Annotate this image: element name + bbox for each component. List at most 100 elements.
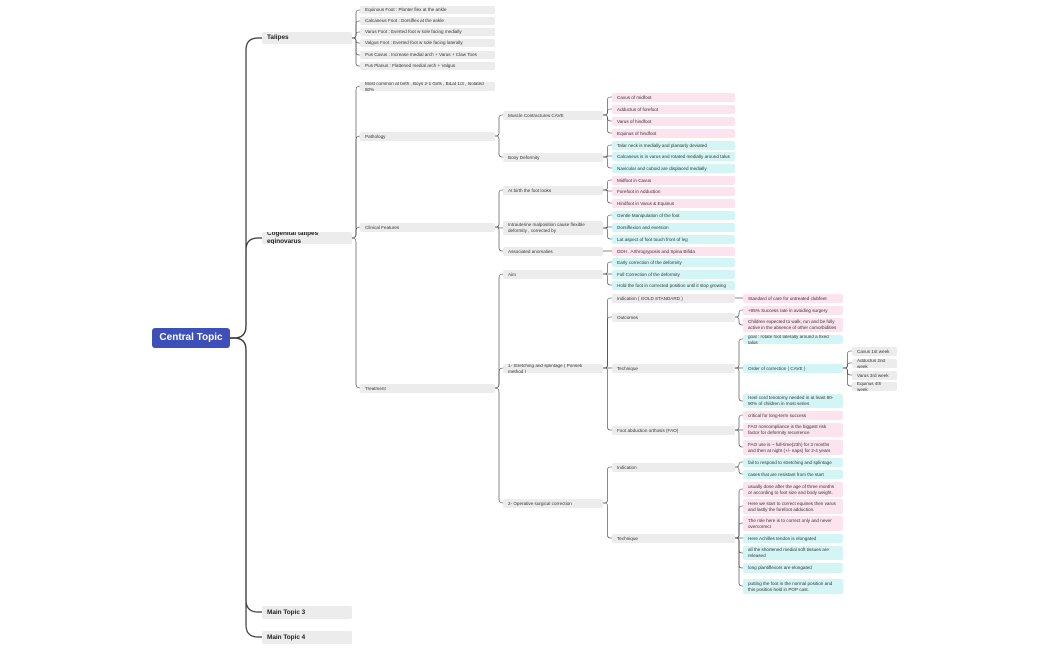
connector-line [352, 9, 360, 39]
associated-anomalies-node[interactable]: Associated anomalies [503, 247, 603, 256]
fao-node[interactable]: Foot abduction orthosis (FAO) [612, 426, 735, 435]
connector-line [735, 338, 743, 369]
intrauterine-item[interactable]: Dorsiflexion and eversion [612, 223, 735, 232]
operative-technique-item[interactable]: all the shortened medial soft tissues ar… [743, 546, 843, 560]
bony-item[interactable]: Calcaneus is in varus and rotated medial… [612, 152, 735, 161]
muscle-contractures-node[interactable]: Muscle Contractures CAVE [503, 111, 603, 120]
fao-item[interactable]: FAO use is ~ full-time(23h) for 3 months… [743, 440, 843, 455]
operative-node[interactable]: 2- Operative surgical correction [503, 499, 603, 508]
operative-technique-item[interactable]: The role here is to correct only and nev… [743, 516, 843, 531]
operative-technique-item[interactable]: putting the foot in the normal position … [743, 579, 843, 594]
order-item[interactable]: Adductus 2nd week [852, 359, 897, 368]
intrauterine-node[interactable]: Intrauterine malposition cause flexible … [503, 221, 603, 235]
operative-indication-node[interactable]: Indication [612, 463, 735, 472]
muscle-item[interactable]: Adductus of forefoot [612, 105, 735, 114]
muscle-item[interactable]: Varus of hindfoot [612, 117, 735, 126]
connector-line [230, 237, 262, 339]
order-item[interactable]: Equinus 4th week [852, 382, 897, 391]
talipes-item[interactable]: Valgus Foot : Everted foot w sole facing… [360, 39, 495, 47]
outcome-item[interactable]: Children expected to walk, run and be fu… [743, 318, 843, 332]
at-birth-item[interactable]: Midfoot in Cavus [612, 176, 735, 185]
connector-line [735, 505, 743, 539]
heel-cord-node[interactable]: Heel cord tenotomy needed in at least 80… [743, 394, 843, 408]
connector-line [603, 466, 612, 504]
connector-line [603, 189, 612, 192]
main-topic-4[interactable]: Main Topic 4 [262, 631, 352, 644]
ponseti-technique-node[interactable]: Technique [612, 364, 735, 373]
connector-line [603, 273, 612, 286]
connector-line [735, 537, 743, 569]
connector-line [603, 156, 612, 169]
connector-line [735, 537, 743, 554]
bony-item[interactable]: Talar neck is medially and plantarly dev… [612, 141, 735, 150]
intrauterine-item[interactable]: Gentle Manipulation of the foot [612, 211, 735, 220]
connector-line [735, 466, 743, 475]
connector-line [603, 261, 612, 275]
ponseti-node[interactable]: 1- Stretching and splintage ( Ponseti me… [503, 364, 603, 373]
main-topic-talipes[interactable]: Talipes [262, 32, 352, 44]
connector-line [843, 362, 852, 369]
connector-line [735, 522, 743, 539]
main-topic-3[interactable]: Main Topic 3 [262, 606, 352, 619]
connector-line [494, 387, 504, 504]
fao-item[interactable]: critical for long-term success [743, 411, 843, 420]
at-birth-node[interactable]: At birth the foot looks [503, 186, 603, 195]
connector-line [494, 367, 504, 389]
connector-line [603, 227, 612, 240]
bony-item[interactable]: Navicular and cuboid are displaced media… [612, 164, 735, 173]
most-common-node[interactable]: Most common at birth , Boys 2-1 Girls , … [360, 82, 495, 91]
connector-line [735, 461, 743, 468]
connector-line [603, 114, 612, 122]
fao-item[interactable]: FAO noncompliance is the biggest risk fa… [743, 423, 843, 437]
connector-line [351, 226, 361, 239]
at-birth-item[interactable]: Hindfoot in Varus & Equinus [612, 199, 735, 208]
ponseti-outcomes-node[interactable]: Outcomes [612, 313, 735, 322]
technique-goal[interactable]: goal : rotate foot laterally around a fi… [743, 335, 843, 344]
clinical-features-node[interactable]: Clinical Features [360, 223, 495, 232]
intrauterine-item[interactable]: Lat aspect of foot touch front of leg [612, 235, 735, 244]
connector-line [352, 37, 360, 44]
order-item[interactable]: Cavus 1st week [852, 347, 897, 356]
connector-line [603, 214, 612, 229]
connector-line [230, 37, 262, 339]
connector-line [352, 31, 360, 39]
connector-line [495, 226, 503, 229]
talipes-item[interactable]: Pus Planus : Flattened medial arch + Val… [360, 62, 495, 70]
connector-line [603, 367, 612, 431]
operative-indication-item[interactable]: cases that are resistant from the start [743, 470, 843, 479]
operative-technique-item[interactable]: usually done after the age of three mont… [743, 482, 843, 497]
operative-technique-item[interactable]: Here we start to correct equines then va… [743, 499, 843, 514]
operative-indication-item[interactable]: fail to respond to stretching and splint… [743, 458, 843, 467]
muscle-item[interactable]: Cavus of midfoot [612, 93, 735, 102]
aim-node[interactable]: Aim [503, 270, 603, 279]
talipes-item[interactable]: Equinous Foot : Planter flex at the ankl… [360, 6, 495, 14]
outcome-item[interactable]: +95% Success rate in avoiding surgery [743, 306, 843, 315]
bony-deformity-node[interactable]: Bony Deformity [503, 153, 603, 162]
talipes-item[interactable]: Varus Foot : Everted foot w sole facing … [360, 28, 495, 36]
talipes-item[interactable]: Pus Cavus : Increase medial arch + Varus… [360, 51, 495, 59]
treatment-node[interactable]: Treatment [360, 384, 495, 393]
order-of-correction-node[interactable]: Order of correction ( CAVE ) [743, 364, 843, 373]
central-topic[interactable]: Central Topic [152, 328, 230, 348]
ponseti-indication-node[interactable]: Indication ( GOLD STANDARD ) [612, 294, 735, 303]
connector-line [843, 367, 852, 376]
connector-line [603, 96, 612, 116]
main-topic-cte[interactable]: Cogenital talipes eqinovarus [262, 232, 352, 244]
associated-item[interactable]: DDH , Arthrogryposis and Spina Bifida [612, 247, 735, 256]
aim-item[interactable]: Hold the foot in corrected position unti… [612, 281, 735, 290]
pathology-node[interactable]: Pathology [360, 132, 495, 141]
operative-technique-node[interactable]: Technique [612, 534, 735, 543]
connector-line [735, 537, 743, 587]
connector-line [495, 114, 503, 137]
aim-item[interactable]: Early correction of the deformity [612, 258, 735, 267]
at-birth-item[interactable]: Forefoot in Adduction [612, 187, 735, 196]
connector-line [495, 189, 503, 228]
talipes-item[interactable]: Calcaneus Foot : Dorsiflex at the ankle [360, 17, 495, 25]
muscle-item[interactable]: Equinus of hindfoot [612, 129, 735, 138]
ponseti-indication-item[interactable]: Standard of care for untreated clubfeet [743, 294, 843, 303]
aim-item[interactable]: Full Correction of the deformity [612, 270, 735, 279]
connector-line [603, 502, 612, 539]
operative-technique-item[interactable]: Here Achilles tendon is elongated [743, 534, 843, 543]
operative-technique-item[interactable]: long plantiflexors are elongated [743, 563, 843, 573]
order-item[interactable]: Varus 3rd week [852, 371, 897, 380]
